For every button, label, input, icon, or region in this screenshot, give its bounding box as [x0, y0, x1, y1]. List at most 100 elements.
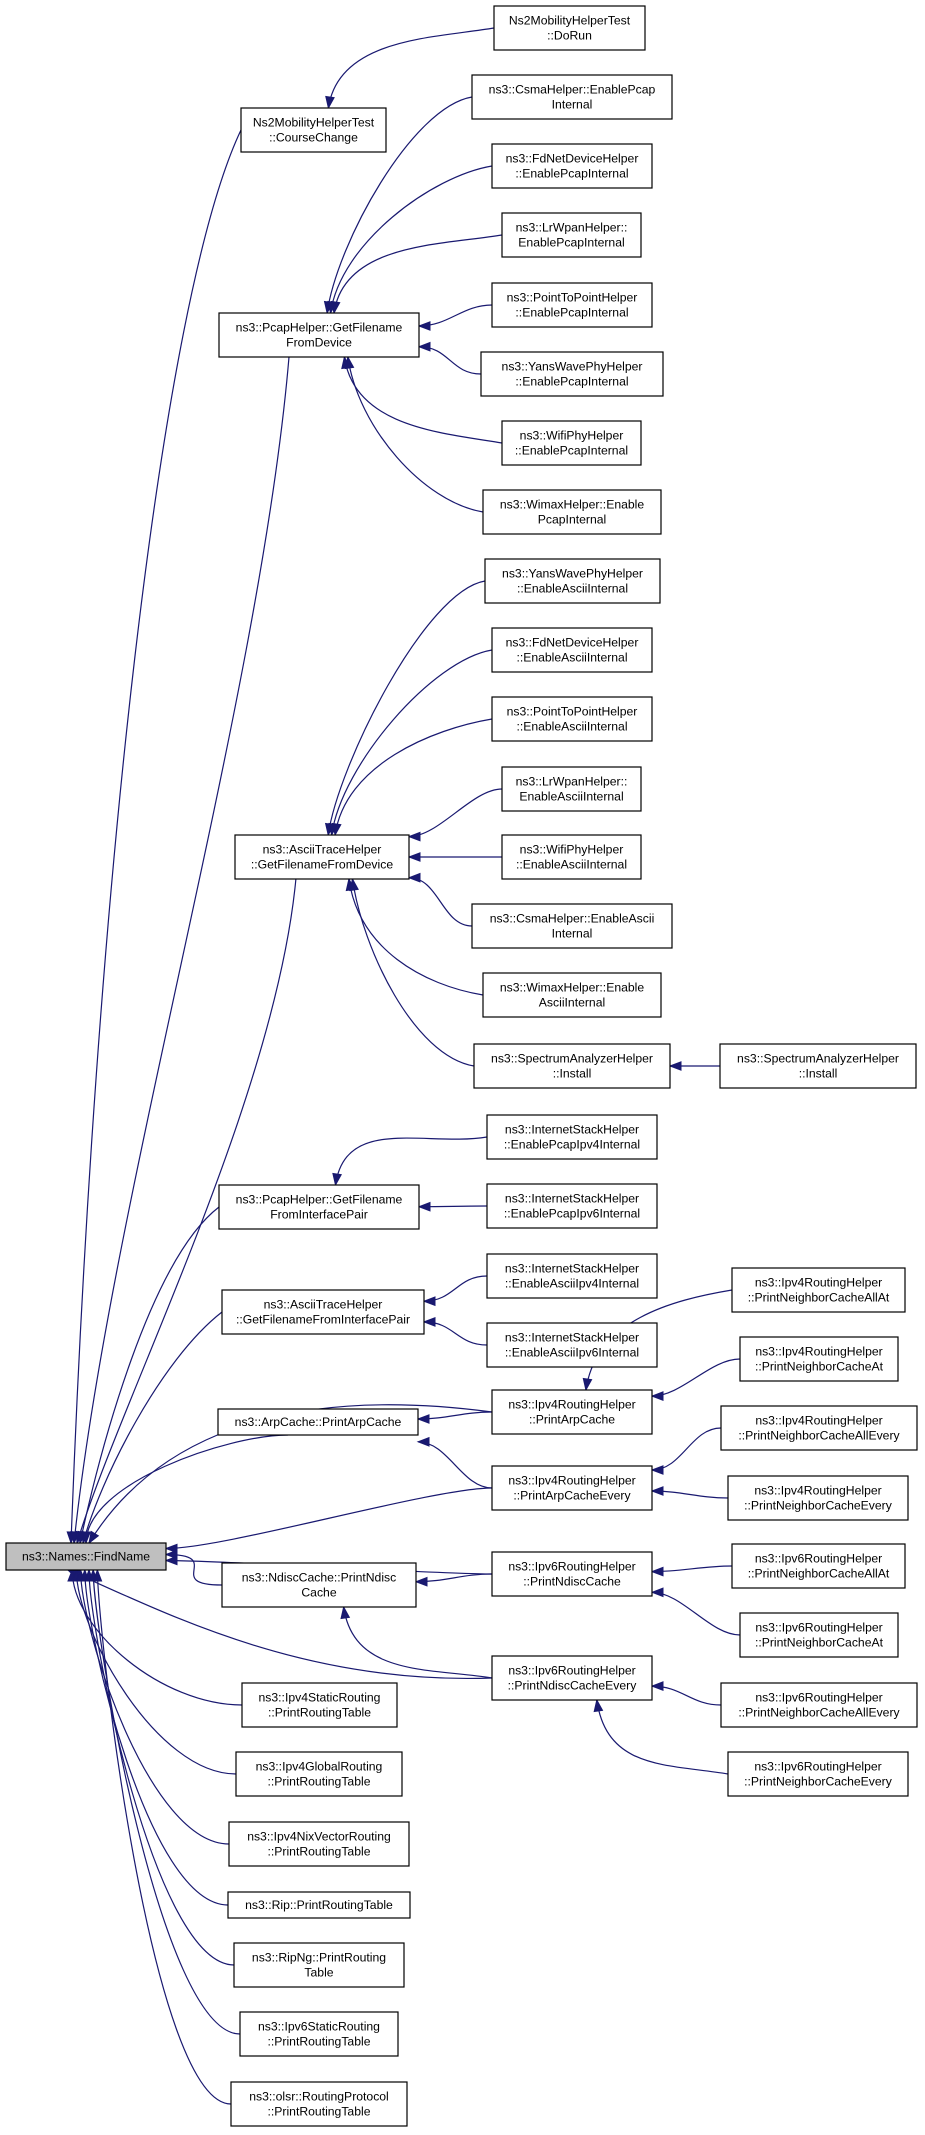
arrowhead-ndisc-to-root — [164, 1549, 178, 1560]
node-label: ::PrintArpCache — [529, 1413, 615, 1427]
node-label: ns3::Rip::PrintRoutingTable — [245, 1898, 393, 1912]
node-v4nix[interactable]: ns3::Ipv4NixVectorRouting::PrintRoutingT… — [228, 1821, 410, 1867]
arrowhead-v6nd-to-root — [164, 1555, 178, 1566]
node-ish_a6[interactable]: ns3::InternetStackHelper::EnableAsciiIpv… — [486, 1322, 658, 1368]
edge-v4arpe-to-arp — [417, 1441, 493, 1489]
node-label: ::PrintNeighborCacheEvery — [744, 1499, 893, 1513]
node-box — [228, 1821, 410, 1867]
node-ns2dr[interactable]: Ns2MobilityHelperTest::DoRun — [493, 5, 646, 51]
node-root[interactable]: ns3::Names::FindName — [5, 1542, 167, 1571]
node-v4ncaa[interactable]: ns3::Ipv4RoutingHelper::PrintNeighborCac… — [731, 1267, 906, 1313]
node-pcapfip[interactable]: ns3::PcapHelper::GetFilenameFromInterfac… — [218, 1184, 420, 1230]
node-a_lr[interactable]: ns3::LrWpanHelper::EnableAsciiInternal — [501, 766, 642, 812]
node-label: ::EnableAsciiInternal — [516, 858, 627, 872]
node-asciifip[interactable]: ns3::AsciiTraceHelper::GetFilenameFromIn… — [221, 1289, 425, 1335]
node-v4arp[interactable]: ns3::Ipv4RoutingHelper::PrintArpCache — [491, 1389, 653, 1435]
arrowhead-ish_p4-to-pcapfip — [332, 1172, 343, 1187]
edge-v6nca-to-v6nd — [651, 1591, 741, 1636]
arrowhead-v6nde-to-ndisc — [340, 1605, 351, 1620]
node-label: Cache — [301, 1586, 336, 1600]
node-spec2[interactable]: ns3::SpectrumAnalyzerHelper::Install — [719, 1043, 917, 1089]
node-box — [241, 1682, 398, 1728]
node-label: ns3::Ipv6RoutingHelper — [755, 1691, 882, 1705]
node-ns2cc[interactable]: Ns2MobilityHelperTest::CourseChange — [240, 107, 387, 153]
node-label: ::PrintNeighborCacheEvery — [744, 1775, 893, 1789]
node-box — [731, 1267, 906, 1313]
node-label: EnableAsciiInternal — [519, 790, 623, 804]
node-rip[interactable]: ns3::Rip::PrintRoutingTable — [227, 1891, 411, 1919]
edge-p_fd-to-pcapfd — [329, 165, 493, 314]
node-label: ns3::Ipv4RoutingHelper — [508, 1398, 635, 1412]
node-a_yans[interactable]: ns3::YansWavePhyHelper::EnableAsciiInter… — [484, 558, 661, 604]
node-label: ::EnablePcapIpv4Internal — [504, 1138, 640, 1152]
node-box — [493, 5, 646, 51]
node-v4global[interactable]: ns3::Ipv4GlobalRouting::PrintRoutingTabl… — [235, 1751, 403, 1797]
node-label: ::GetFilenameFromInterfacePair — [236, 1313, 410, 1327]
node-ish_p4[interactable]: ns3::InternetStackHelper::EnablePcapIpv4… — [486, 1114, 658, 1160]
node-p_csma[interactable]: ns3::CsmaHelper::EnablePcapInternal — [471, 74, 673, 120]
node-label: ::DoRun — [547, 29, 592, 43]
node-label: ::PrintRoutingTable — [268, 1706, 371, 1720]
arrowhead-p_wimax-to-pcapfd — [344, 355, 355, 370]
node-ish_a4[interactable]: ns3::InternetStackHelper::EnableAsciiIpv… — [486, 1253, 658, 1299]
node-a_p2p[interactable]: ns3::PointToPointHelper::EnableAsciiInte… — [491, 696, 653, 742]
node-v4ncae[interactable]: ns3::Ipv4RoutingHelper::PrintNeighborCac… — [720, 1405, 918, 1451]
node-label: ns3::Ipv6StaticRouting — [258, 2020, 380, 2034]
node-a_wimax[interactable]: ns3::WimaxHelper::EnableAsciiInternal — [482, 972, 662, 1018]
node-v6nce[interactable]: ns3::Ipv6RoutingHelper::PrintNeighborCac… — [727, 1751, 909, 1797]
node-v6static[interactable]: ns3::Ipv6StaticRouting::PrintRoutingTabl… — [239, 2011, 399, 2057]
node-a_wifi[interactable]: ns3::WifiPhyHelper::EnableAsciiInternal — [501, 834, 642, 880]
node-box — [739, 1612, 899, 1658]
node-a_fd[interactable]: ns3::FdNetDeviceHelper::EnableAsciiInter… — [491, 627, 653, 673]
arrowhead-a_lr-to-asciifd — [407, 831, 421, 842]
node-v6nca[interactable]: ns3::Ipv6RoutingHelper::PrintNeighborCac… — [739, 1612, 899, 1658]
arrowhead-v6ncaa-to-v6nd — [650, 1566, 664, 1577]
node-box — [491, 1389, 653, 1435]
node-label: Table — [304, 1966, 333, 1980]
node-label: FromDevice — [286, 336, 352, 350]
node-label: ns3::Ipv4StaticRouting — [259, 1691, 381, 1705]
node-v6ncaa[interactable]: ns3::Ipv6RoutingHelper::PrintNeighborCac… — [731, 1543, 906, 1589]
node-a_csma[interactable]: ns3::CsmaHelper::EnableAsciiInternal — [471, 903, 673, 949]
node-label: ::EnablePcapInternal — [515, 306, 628, 320]
node-label: ::EnablePcapInternal — [515, 167, 628, 181]
node-box — [727, 1475, 909, 1521]
node-box — [731, 1543, 906, 1589]
node-v6nde[interactable]: ns3::Ipv6RoutingHelper::PrintNdiscCacheE… — [491, 1655, 653, 1701]
node-p_fd[interactable]: ns3::FdNetDeviceHelper::EnablePcapIntern… — [491, 143, 653, 189]
node-v4arpe[interactable]: ns3::Ipv4RoutingHelper::PrintArpCacheEve… — [491, 1465, 653, 1511]
edge-ns2cc-to-root — [70, 129, 242, 1544]
edge-pcapfip-to-root — [79, 1206, 220, 1544]
edge-asciifip-to-root — [82, 1311, 223, 1544]
node-box — [739, 1336, 899, 1382]
node-asciifd[interactable]: ns3::AsciiTraceHelper::GetFilenameFromDe… — [234, 834, 410, 880]
node-p_wimax[interactable]: ns3::WimaxHelper::EnablePcapInternal — [482, 489, 662, 535]
arrowhead-a_csma-to-asciifd — [407, 872, 421, 883]
node-ndisc[interactable]: ns3::NdiscCache::PrintNdiscCache — [221, 1562, 417, 1608]
node-label: ns3::Ipv4RoutingHelper — [755, 1414, 882, 1428]
node-box — [218, 1184, 420, 1230]
node-v4static[interactable]: ns3::Ipv4StaticRouting::PrintRoutingTabl… — [241, 1682, 398, 1728]
node-spec1[interactable]: ns3::SpectrumAnalyzerHelper::Install — [473, 1043, 671, 1089]
node-v6nd[interactable]: ns3::Ipv6RoutingHelper::PrintNdiscCache — [491, 1551, 653, 1597]
node-pcapfd[interactable]: ns3::PcapHelper::GetFilenameFromDevice — [218, 312, 420, 358]
node-v6ncae[interactable]: ns3::Ipv6RoutingHelper::PrintNeighborCac… — [720, 1682, 918, 1728]
node-ish_p6[interactable]: ns3::InternetStackHelper::EnablePcapIpv6… — [486, 1183, 658, 1229]
node-label: ::EnableAsciiInternal — [517, 582, 628, 596]
node-p_lr[interactable]: ns3::LrWpanHelper::EnablePcapInternal — [501, 212, 642, 258]
node-box — [486, 1183, 658, 1229]
node-v4nca[interactable]: ns3::Ipv4RoutingHelper::PrintNeighborCac… — [739, 1336, 899, 1382]
node-label: ns3::Ipv4RoutingHelper — [755, 1345, 882, 1359]
node-v4nce[interactable]: ns3::Ipv4RoutingHelper::PrintNeighborCac… — [727, 1475, 909, 1521]
node-ripng[interactable]: ns3::RipNg::PrintRoutingTable — [233, 1942, 405, 1988]
node-label: ns3::olsr::RoutingProtocol — [249, 2090, 389, 2104]
node-p_p2p[interactable]: ns3::PointToPointHelper::EnablePcapInter… — [491, 282, 653, 328]
node-label: ::PrintNdiscCache — [523, 1575, 621, 1589]
node-arp[interactable]: ns3::ArpCache::PrintArpCache — [217, 1408, 419, 1436]
node-p_yans[interactable]: ns3::YansWavePhyHelper::EnablePcapIntern… — [480, 351, 664, 397]
node-label: Ns2MobilityHelperTest — [509, 14, 631, 28]
node-olsr[interactable]: ns3::olsr::RoutingProtocol::PrintRouting… — [230, 2081, 408, 2127]
node-box — [491, 1465, 653, 1511]
edge-arp-to-root — [85, 1434, 289, 1544]
node-p_wifi[interactable]: ns3::WifiPhyHelper::EnablePcapInternal — [501, 420, 642, 466]
